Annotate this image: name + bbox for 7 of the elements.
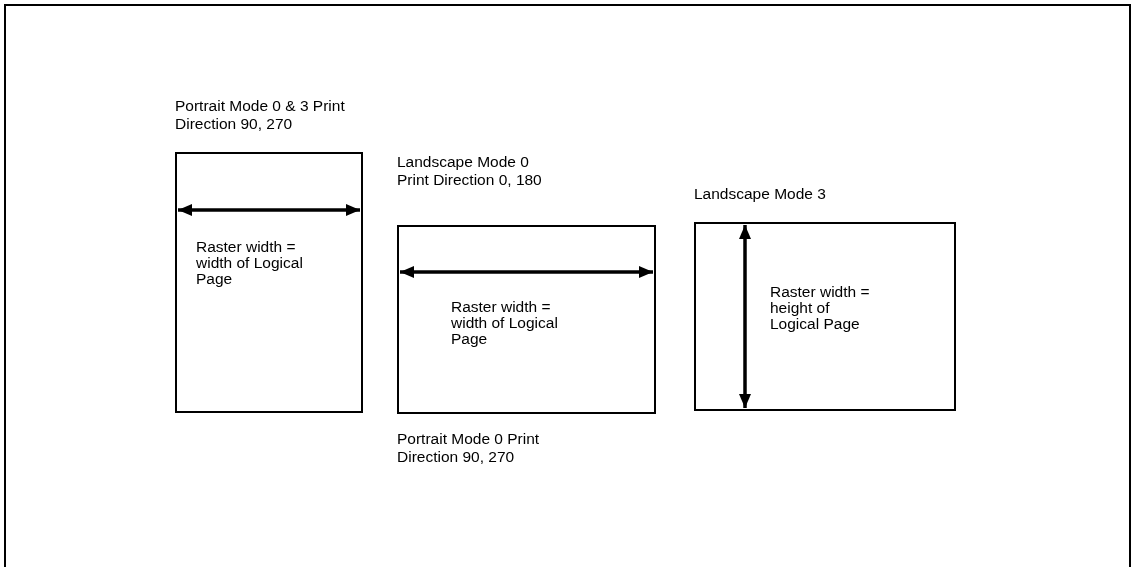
heading-text: Landscape Mode 3 xyxy=(694,185,827,203)
label-text: Raster width = height of Logical Page xyxy=(770,284,871,332)
label-text: Raster width = width of Logical Page xyxy=(451,299,559,347)
heading-text: Portrait Mode 0 & 3 Print Direction 90, 270 xyxy=(175,97,346,133)
heading-text: Landscape Mode 0 Print Direction 0, 180 xyxy=(397,153,543,189)
caption-text: Portrait Mode 0 Print Direction 90, 270 xyxy=(397,430,541,466)
label-text: Raster width = width of Logical Page xyxy=(196,239,304,287)
